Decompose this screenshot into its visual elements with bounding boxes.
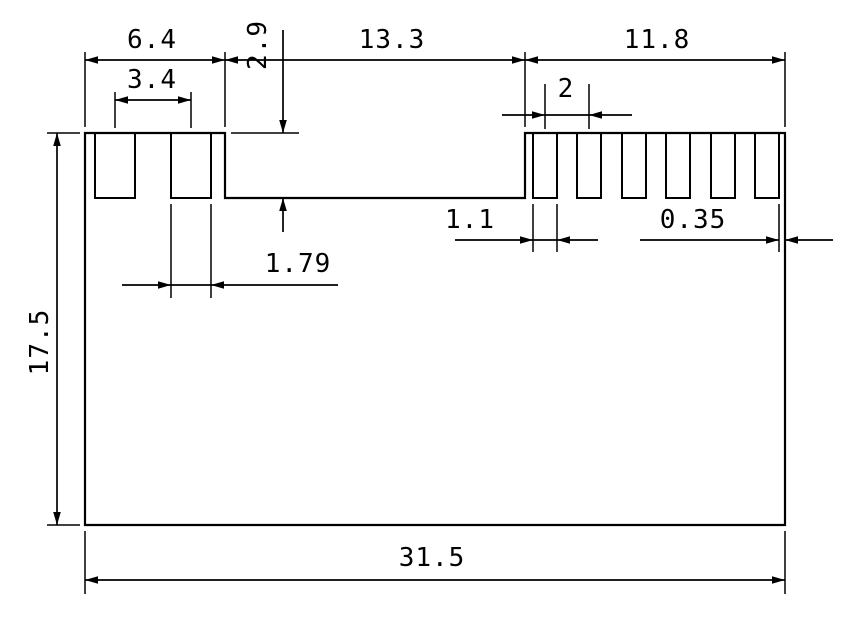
arrowhead [212, 56, 225, 64]
arrowhead [279, 198, 287, 211]
right-slot-2 [576, 132, 602, 199]
dimension-label: 6.4 [127, 25, 177, 55]
dimension-left-slot-pitch: 3.4 [114, 65, 192, 128]
dimension-label: 2 [558, 74, 575, 104]
arrowhead [557, 236, 570, 244]
arrowhead [532, 111, 545, 119]
arrowhead [178, 96, 191, 104]
arrowhead [115, 96, 128, 104]
dimension-label: 1.1 [445, 205, 495, 235]
dimension-label: 2.9 [243, 20, 273, 70]
right-slot-3 [621, 132, 647, 199]
arrowhead [53, 133, 61, 146]
dimension-label: 17.5 [25, 309, 55, 376]
part-geometry [83, 131, 787, 527]
right-slot-6 [754, 132, 780, 199]
arrowhead [772, 576, 785, 584]
arrowhead [158, 281, 171, 289]
dimension-label: 11.8 [624, 25, 691, 55]
right-slot-4 [665, 132, 691, 199]
left-slot-1 [94, 132, 136, 199]
arrowhead [589, 111, 602, 119]
dimension-label: 3.4 [127, 65, 177, 95]
dimension-overall-height: 17.5 [25, 132, 80, 526]
arrowhead [772, 56, 785, 64]
arrowhead [85, 576, 98, 584]
arrowhead [785, 236, 798, 244]
left-slot-2 [170, 132, 212, 199]
arrowhead [279, 120, 287, 133]
arrowhead [225, 56, 238, 64]
arrowhead [85, 56, 98, 64]
right-slot-5 [710, 132, 736, 199]
dimension-label: 1.79 [265, 249, 332, 279]
dimension-left-slot-width: 1.79 [122, 204, 338, 298]
dimension-right-edge-margin: 0.35 [640, 204, 833, 252]
arrowhead [512, 56, 525, 64]
arrowhead [525, 56, 538, 64]
part-outline [83, 131, 787, 527]
arrowhead [520, 236, 533, 244]
right-slot-1 [532, 132, 558, 199]
dimension-label: 13.3 [359, 25, 426, 55]
dimension-top-right-width: 11.8 [525, 25, 786, 127]
dimension-overall-width: 31.5 [84, 531, 786, 594]
dimension-label: 0.35 [660, 205, 727, 235]
arrowhead [211, 281, 224, 289]
dimension-right-slot-pitch: 2 [502, 74, 632, 129]
arrowhead [53, 512, 61, 525]
dimension-label: 31.5 [399, 543, 466, 573]
arrowhead [766, 236, 779, 244]
dimension-right-slot-width: 1.1 [445, 204, 598, 252]
dimension-top-left-width: 6.4 [84, 25, 226, 127]
dimension-notch-depth: 2.9 [231, 20, 299, 232]
